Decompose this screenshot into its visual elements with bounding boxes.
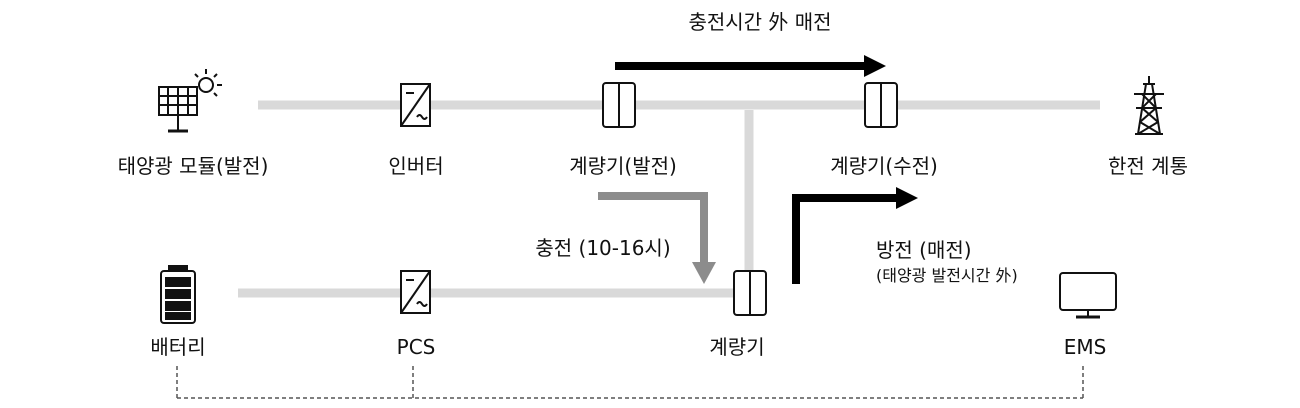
pcs-label: PCS xyxy=(396,335,436,359)
inverter-label: 인버터 xyxy=(388,154,444,178)
off-hours-sale-label: 충전시간 外 매전 xyxy=(688,10,832,34)
off-hours-sale-arrow xyxy=(615,55,886,77)
battery-label: 배터리 xyxy=(150,335,206,359)
pcs-icon xyxy=(400,270,431,314)
grid-label: 한전 계통 xyxy=(1108,154,1188,178)
connection-lines xyxy=(238,100,1100,298)
meter-recv-icon xyxy=(864,82,898,128)
battery-icon xyxy=(160,265,196,324)
discharge-note-label: (태양광 발전시간 外) xyxy=(876,266,1018,285)
ems-monitor-icon xyxy=(1059,272,1117,319)
meter-gen-label: 계량기(발전) xyxy=(569,154,677,178)
communication-links xyxy=(176,366,1084,399)
charge-label: 충전 (10-16시) xyxy=(535,236,671,260)
transmission-tower-icon xyxy=(1134,76,1164,135)
ems-label: EMS xyxy=(1063,335,1107,359)
solar-label: 태양광 모듈(발전) xyxy=(117,154,269,178)
charge-arrow xyxy=(598,192,716,284)
inverter-icon xyxy=(400,83,431,127)
meter-recv-label: 계량기(수전) xyxy=(830,154,938,178)
meter-gen-icon xyxy=(602,82,636,128)
discharge-label: 방전 (매전) xyxy=(876,238,972,262)
meter-label: 계량기 xyxy=(709,335,765,359)
meter-icon xyxy=(733,270,767,316)
discharge-arrow xyxy=(792,187,918,284)
solar-panel-icon xyxy=(158,69,222,133)
